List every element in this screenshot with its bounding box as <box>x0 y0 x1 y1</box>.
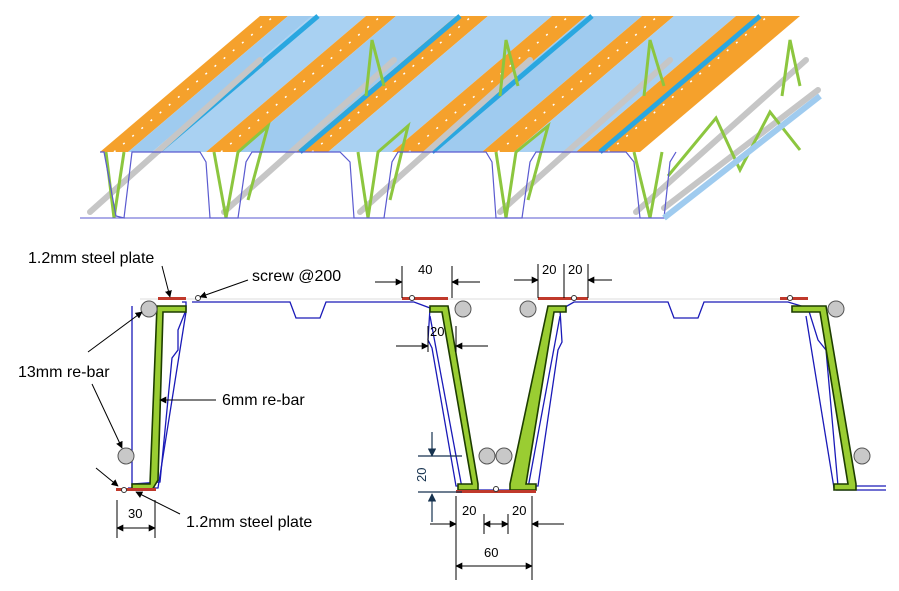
deck-top-strips <box>100 14 800 154</box>
label-screw: screw @200 <box>252 268 341 285</box>
blue-strip <box>514 16 736 152</box>
blue-strip <box>152 16 366 152</box>
orange-strip <box>100 16 288 152</box>
section-view: 1.2mm steel plate screw @200 13mm re-bar… <box>18 250 886 580</box>
top-steel-plate-right <box>538 297 588 300</box>
orange-strip <box>392 16 586 152</box>
rebar-13mm-circles <box>117 300 871 465</box>
screw-icon <box>121 487 127 493</box>
bottom-steel-plate-left <box>116 488 156 491</box>
rebar-web-left <box>131 305 187 491</box>
blue-strip <box>426 16 642 152</box>
rebar-13mm <box>140 300 158 318</box>
truss-webs <box>104 39 802 219</box>
blue-strip <box>236 16 456 152</box>
dim-top-flange: 40 <box>418 262 432 277</box>
blue-strip <box>128 16 312 152</box>
rebar-13mm <box>454 300 472 318</box>
dim-bottom-total: 60 <box>484 545 498 560</box>
leader-arrows <box>87 265 249 515</box>
rebar-6mm-webs <box>131 305 857 491</box>
dim-bottom-width-left: 30 <box>128 506 142 521</box>
top-steel-plate-mid <box>402 297 448 300</box>
isometric-deck-view <box>80 14 822 221</box>
rebar-13mm <box>117 447 135 465</box>
rebar-web-mid-left <box>429 305 479 491</box>
dim-bottom-right: 20 <box>512 503 526 518</box>
label-bottom-steel-plate: 1.2mm steel plate <box>186 514 312 531</box>
height-dimension <box>418 432 462 522</box>
screws <box>121 295 793 493</box>
screw-icon <box>571 295 577 301</box>
top-steel-plate-far <box>780 297 808 300</box>
screw-icon <box>493 486 499 492</box>
rebar-13mm <box>519 300 537 318</box>
blue-strip <box>328 16 552 152</box>
screw-icon <box>409 295 415 301</box>
orange-strip <box>576 16 800 152</box>
dimension-lines <box>116 264 612 580</box>
rebar-web-right <box>791 305 857 491</box>
rebar-13mm <box>827 300 845 318</box>
rebar-web-mid-right <box>509 305 567 491</box>
dim-web-offset: 20 <box>430 324 444 339</box>
dim-flange-half-a: 20 <box>542 262 556 277</box>
dim-trough-height: 20 <box>414 468 429 482</box>
deck-edge-blue <box>662 93 822 221</box>
label-top-steel-plate: 1.2mm steel plate <box>28 250 154 267</box>
rebar-13mm <box>495 447 513 465</box>
top-steel-plate-left <box>158 297 186 300</box>
screw-icon <box>195 295 201 301</box>
label-6mm-rebar: 6mm re-bar <box>222 392 305 409</box>
rebar-13mm <box>853 447 871 465</box>
orange-strip <box>206 16 396 152</box>
orange-strip <box>296 16 488 152</box>
screw-icon <box>787 295 793 301</box>
dim-bottom-left: 20 <box>462 503 476 518</box>
orange-strip <box>482 16 674 152</box>
dim-flange-half-b: 20 <box>568 262 582 277</box>
label-13mm-rebar: 13mm re-bar <box>18 364 110 381</box>
rebar-13mm <box>478 447 496 465</box>
